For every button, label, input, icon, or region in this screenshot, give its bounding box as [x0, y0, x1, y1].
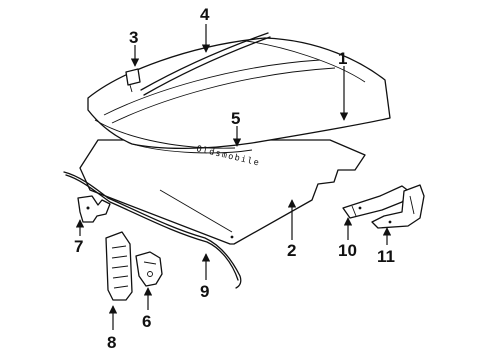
hinge-strut-part: [105, 231, 133, 301]
callout-7: 7: [74, 237, 83, 256]
callout-4: 4: [200, 5, 210, 24]
callout-5: 5: [231, 109, 240, 128]
hood-cable-part: [63, 171, 242, 289]
hood-insulator-part: [79, 139, 366, 245]
hinge-link-part: [371, 184, 425, 229]
callout-1: 1: [338, 49, 347, 68]
callout-11: 11: [377, 247, 395, 266]
callout-6: 6: [142, 312, 151, 331]
callout-3: 3: [129, 28, 138, 47]
hood-molding-part: [140, 32, 271, 96]
leader-lines: [75, 24, 392, 330]
callout-8: 8: [107, 333, 116, 352]
callout-9: 9: [200, 282, 209, 301]
callout-2: 2: [287, 241, 296, 260]
hood-latch-part: [135, 251, 163, 287]
callout-labels: 1 2 3 4 5 6 7 8 9 10 11: [74, 5, 395, 352]
callout-10: 10: [338, 241, 357, 260]
left-hinge-part: [77, 195, 111, 223]
emblem-bracket-part: [125, 68, 141, 93]
hood-panel-part: Oldsmobile: [87, 37, 391, 169]
